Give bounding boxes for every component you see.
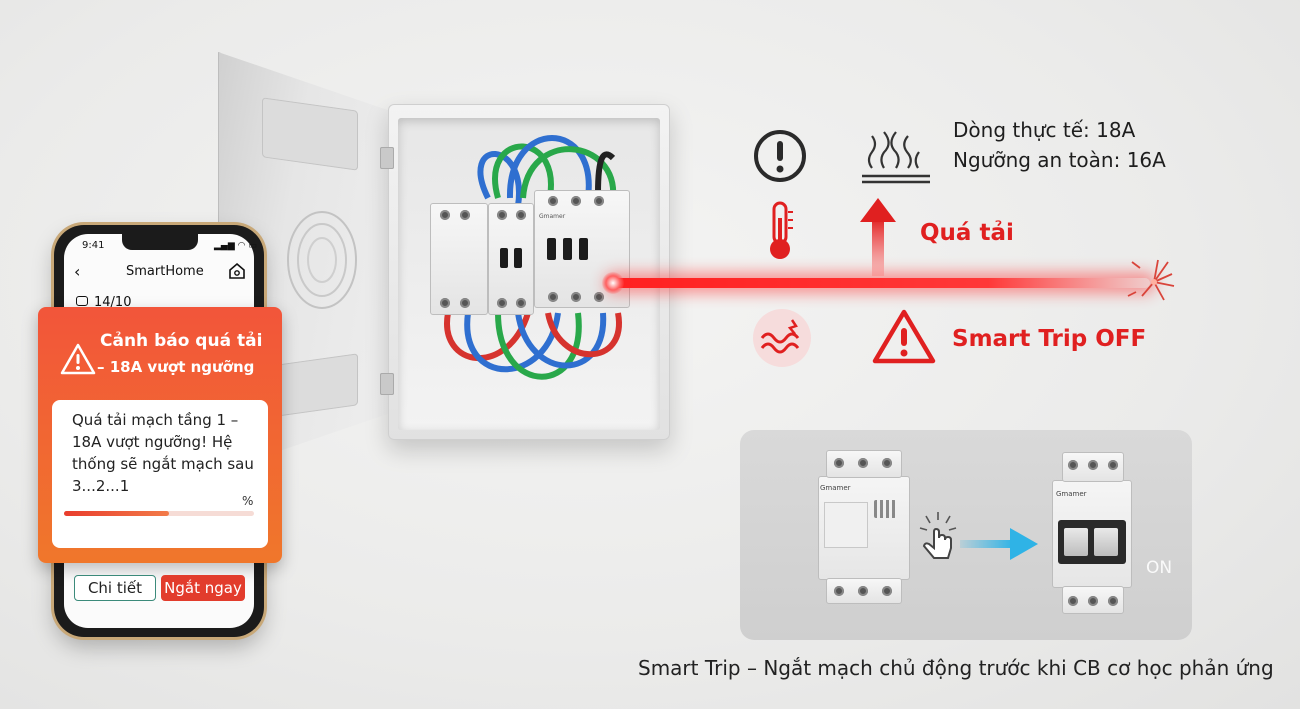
terminal	[548, 196, 558, 206]
arrow-up-icon	[860, 198, 896, 276]
cut-now-button[interactable]: Ngắt ngay	[161, 575, 245, 601]
breaker-toggle	[1094, 528, 1118, 556]
terminal	[497, 210, 507, 220]
arrow-right-icon	[960, 528, 1038, 560]
breaker-middle	[488, 203, 534, 315]
progress-unit: %	[242, 494, 254, 508]
date-row: 14/10	[94, 295, 132, 310]
tap-hand-icon	[919, 512, 957, 559]
terminal	[594, 196, 604, 206]
terminal	[440, 210, 450, 220]
terminal	[497, 298, 507, 308]
current-wave-icon	[753, 309, 811, 367]
wiring	[444, 135, 622, 380]
status-icons: ▂▄▆ ◠ ▭	[214, 241, 257, 251]
terminal	[1108, 460, 1118, 470]
module-brand-label: Gmamer	[820, 484, 851, 492]
back-icon[interactable]: ‹	[74, 262, 81, 281]
breaker-brand-label: Gmamer	[1056, 490, 1087, 498]
terminal	[1068, 460, 1078, 470]
module-leds	[874, 500, 896, 518]
alert-card	[52, 400, 268, 548]
warning-triangle-icon	[872, 309, 936, 364]
safe-threshold: Ngưỡng an toàn: 16A	[953, 148, 1166, 172]
terminal	[1068, 596, 1078, 606]
alert-subtitle: – 18A vượt ngưỡng	[97, 358, 255, 376]
on-label: ON	[1146, 558, 1173, 578]
alert-warning-icon	[60, 343, 96, 375]
door-knockout	[287, 211, 357, 309]
breaker-lever	[514, 248, 522, 268]
terminal	[882, 586, 892, 596]
countdown-progress-fill	[64, 511, 169, 516]
smart-trip-label: Smart Trip OFF	[952, 326, 1147, 352]
breaker-toggle	[1064, 528, 1088, 556]
overload-label: Quá tải	[920, 220, 1014, 246]
breaker-lever	[547, 238, 556, 260]
terminal	[1108, 596, 1118, 606]
status-time: 9:41	[82, 240, 105, 251]
terminal	[460, 298, 470, 308]
terminal	[882, 458, 892, 468]
alert-title: Cảnh báo quá tải	[100, 331, 263, 351]
terminal	[460, 210, 470, 220]
terminal	[834, 586, 844, 596]
exclamation-circle-icon	[754, 130, 806, 182]
terminal	[858, 586, 868, 596]
laser-origin	[602, 272, 624, 294]
terminal	[858, 458, 868, 468]
alert-message: Quá tải mạch tầng 1 – 18A vượt ngưỡng! H…	[72, 411, 254, 495]
smart-breaker-left	[430, 203, 488, 315]
spark-icon	[1127, 259, 1175, 301]
terminal	[516, 210, 526, 220]
terminal	[571, 196, 581, 206]
terminal	[440, 298, 450, 308]
terminal	[1088, 460, 1098, 470]
breaker-brand-label: Gmamer	[539, 213, 566, 220]
terminal	[516, 298, 526, 308]
terminal	[834, 458, 844, 468]
breaker-lever	[579, 238, 588, 260]
actual-current: Dòng thực tế: 18A	[953, 118, 1136, 142]
terminal	[571, 292, 581, 302]
terminal	[594, 292, 604, 302]
laser-beam	[610, 278, 1150, 288]
app-title: SmartHome	[126, 264, 204, 279]
thermometer-icon	[770, 201, 793, 259]
module-display	[824, 502, 868, 548]
breaker-lever	[563, 238, 572, 260]
heat-burst-icon	[862, 131, 930, 184]
phone-notch	[122, 234, 198, 250]
detail-button[interactable]: Chi tiết	[74, 575, 156, 601]
hinge-bottom	[380, 373, 394, 395]
home-settings-icon[interactable]	[228, 262, 246, 280]
caption: Smart Trip – Ngắt mạch chủ động trước kh…	[638, 656, 1274, 680]
terminal	[1088, 596, 1098, 606]
terminal	[548, 292, 558, 302]
hinge-top	[380, 147, 394, 169]
chat-icon	[76, 296, 88, 306]
breaker-lever	[500, 248, 508, 268]
